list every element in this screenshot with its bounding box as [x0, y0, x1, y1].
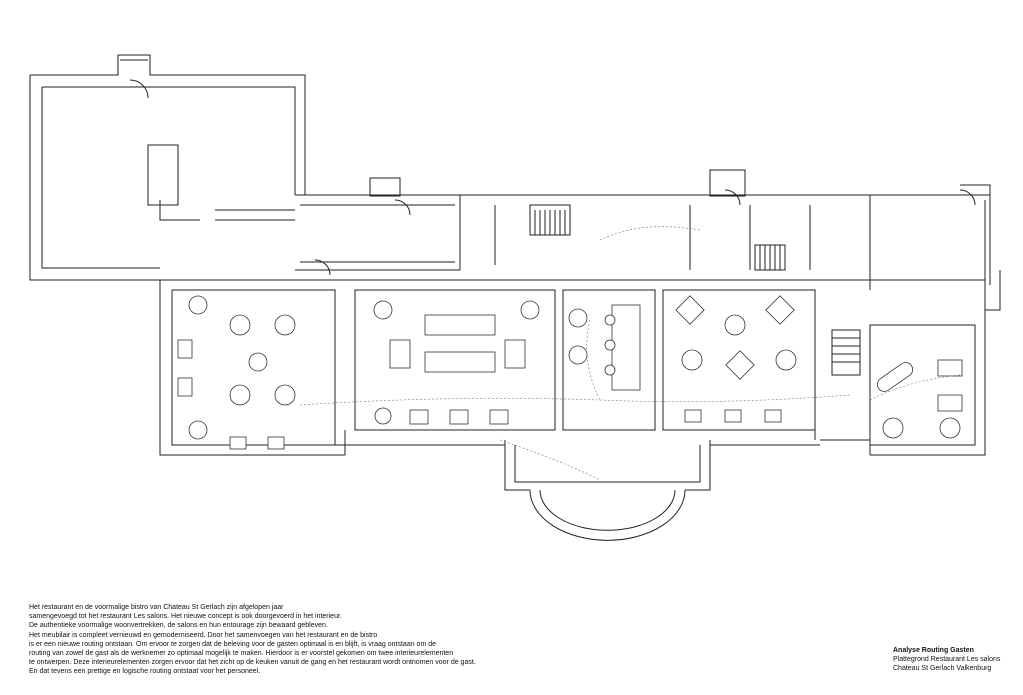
- interior-element: [611, 304, 641, 391]
- description-line: Het meubilair is compleet vernieuwd en g…: [29, 631, 378, 639]
- description-line: Het restaurant en de voormalige bistro v…: [29, 604, 284, 611]
- title-block: Analyse Routing Gasten Plattegrond Resta…: [893, 646, 1000, 674]
- description-line: te ontwerpen. Deze interieurelementen zo…: [29, 659, 476, 667]
- description-line: is er een nieuwe routing ontstaan. Om er…: [29, 640, 437, 648]
- drawing-title: Analyse Routing Gasten: [893, 647, 974, 654]
- drawing-subtitle: Plattegrond Restaurant Les salons: [893, 656, 1001, 664]
- drawing-location: Chateau St Gerlach Valkenburg: [893, 665, 992, 673]
- description-line: De authentieke voormalige woonvertrekken…: [29, 622, 328, 630]
- walls: [29, 54, 1001, 541]
- description-line: routing van zowel de gast als de werknem…: [29, 650, 454, 658]
- guest-routing: [299, 226, 961, 481]
- description-line: samengevoegd tot het restaurant Les salo…: [29, 613, 342, 621]
- description-line: En dat tevens een prettige en logische r…: [29, 668, 261, 676]
- staircase: [529, 204, 861, 376]
- floor-plan: [29, 54, 1001, 541]
- furniture: [177, 295, 963, 450]
- description-text: Het restaurant en de voormalige bistro v…: [29, 603, 476, 677]
